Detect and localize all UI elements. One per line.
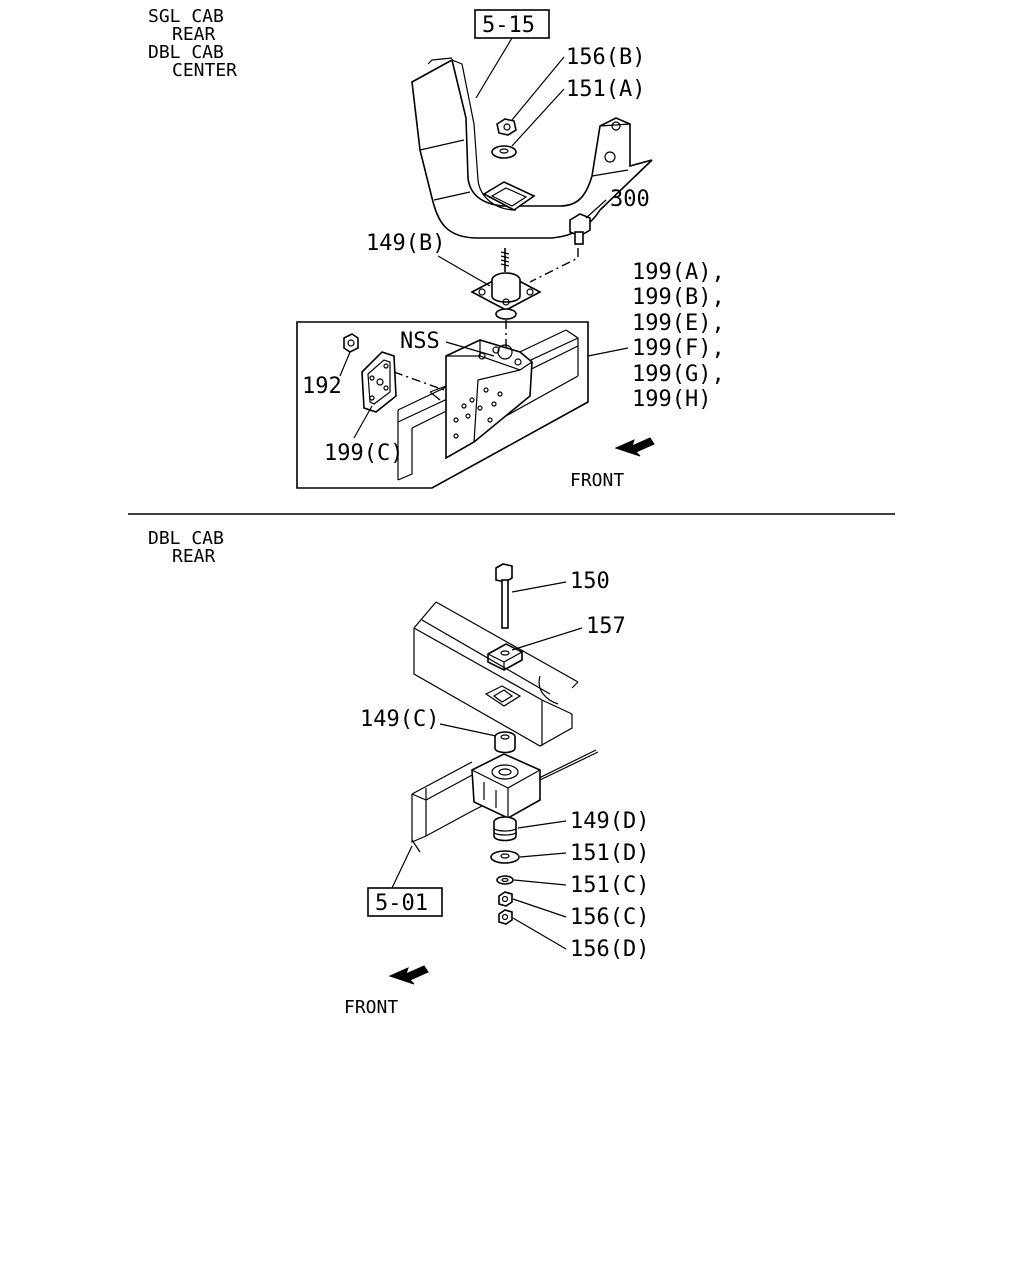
label-150: 150 (570, 569, 610, 594)
bottom-header-line-2: REAR (172, 546, 216, 567)
ref-box-5-15-leader (475, 37, 513, 99)
lower-frame (411, 749, 599, 853)
label-157: 157 (586, 614, 626, 639)
ref-box-5-15 (474, 9, 550, 39)
bottom-header-line-1: DBL CAB (148, 528, 224, 549)
label-151D: 151(D) (570, 841, 649, 866)
ref-box-5-01-label: 5-01 (375, 891, 428, 916)
bolt-300 (569, 213, 591, 245)
nut-192 (343, 333, 359, 353)
top-front-label: FRONT (570, 470, 624, 491)
nut-156B (496, 118, 517, 136)
label-156D: 156(D) (570, 937, 649, 962)
frame-rail-inset (397, 329, 579, 481)
mount-149B (470, 248, 542, 320)
cab-bracket (411, 57, 653, 239)
label-156B: 156(B) (566, 45, 645, 70)
nut-156D (498, 909, 513, 925)
label-300: 300 (610, 187, 650, 212)
washer-151A (491, 145, 517, 159)
bottom-front-label: FRONT (344, 997, 398, 1018)
ref-box-5-15-label: 5-15 (482, 13, 535, 38)
top-header-line-4: CENTER (172, 60, 237, 81)
washer-151D (490, 850, 520, 864)
mount-149C (494, 731, 516, 754)
label-156C: 156(C) (570, 905, 649, 930)
label-149D: 149(D) (570, 809, 649, 834)
label-199H: 199(H) (632, 387, 711, 412)
upper-rail (413, 601, 579, 747)
plate-199C (361, 351, 397, 413)
nut-156C (498, 891, 513, 907)
mount-149D (493, 816, 517, 842)
label-199C: 199(C) (324, 441, 403, 466)
label-149C: 149(C) (360, 707, 439, 732)
bottom-section: DBL CAB REAR 150 157 (148, 528, 649, 1018)
washer-151C (496, 875, 514, 885)
label-149B: 149(B) (366, 231, 445, 256)
inset-frame (296, 321, 589, 489)
top-header-line-1: SGL CAB (148, 6, 224, 27)
top-section: SGL CAB REAR DBL CAB CENTER 5-15 (148, 6, 725, 491)
label-192: 192 (302, 374, 342, 399)
ref-box-5-01 (367, 887, 443, 917)
label-199A: 199(A), (632, 260, 725, 285)
label-151A: 151(A) (566, 77, 645, 102)
label-199B: 199(B), (632, 285, 725, 310)
top-header-line-2: REAR (172, 24, 216, 45)
label-151C: 151(C) (570, 873, 649, 898)
bolt-150 (495, 563, 513, 629)
group-199-labels: 199(A), 199(B), 199(E), 199(F), 199(G), … (632, 260, 725, 412)
front-arrow-icon (614, 437, 655, 457)
top-header-line-3: DBL CAB (148, 42, 224, 63)
front-arrow-icon (388, 965, 429, 985)
label-199E: 199(E), (632, 311, 725, 336)
label-199G: 199(G), (632, 362, 725, 387)
label-NSS: NSS (400, 329, 440, 354)
label-199F: 199(F), (632, 336, 725, 361)
